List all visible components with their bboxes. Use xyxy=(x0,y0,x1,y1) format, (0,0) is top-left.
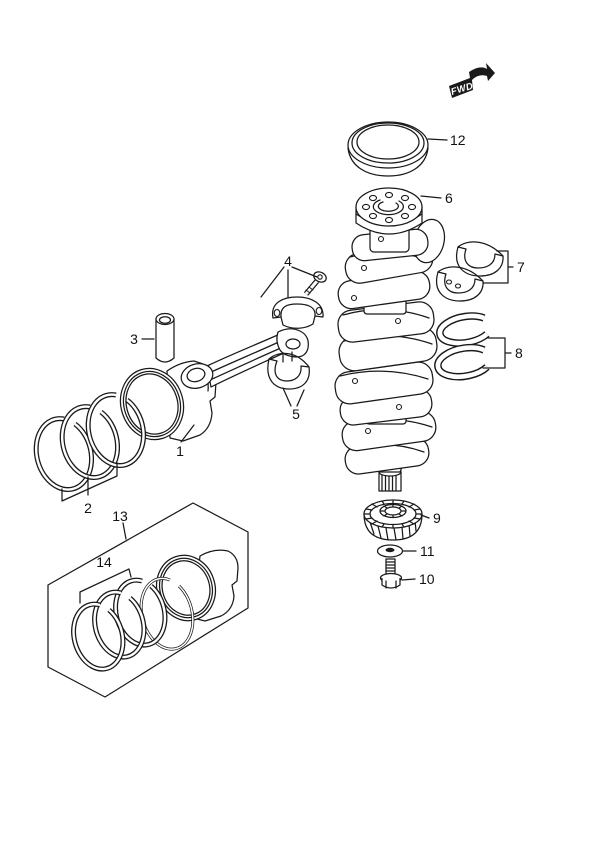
bearing-rings-8 xyxy=(434,312,490,381)
callout-9: 9 xyxy=(433,510,441,526)
drive-gear-9 xyxy=(363,499,423,541)
rod-bolt-4 xyxy=(303,271,327,296)
callout-13: 13 xyxy=(112,508,128,524)
leader-lines xyxy=(61,138,514,604)
callout-2: 2 xyxy=(84,500,92,516)
callout-11: 11 xyxy=(420,543,435,559)
rod-bearing-5 xyxy=(267,351,310,390)
callout-6: 6 xyxy=(445,190,453,206)
piston-1 xyxy=(119,360,217,442)
callout-4: 4 xyxy=(284,253,292,269)
connecting-rod xyxy=(180,328,309,389)
callout-10: 10 xyxy=(419,571,435,587)
crankshaft xyxy=(334,218,446,492)
callout-5: 5 xyxy=(292,406,300,422)
callout-14: 14 xyxy=(96,554,112,570)
flange-bolt-10 xyxy=(379,558,403,589)
callout-3: 3 xyxy=(130,331,138,347)
piston-pin-3 xyxy=(155,312,175,363)
seal-ring-12 xyxy=(347,121,429,177)
callout-7: 7 xyxy=(517,259,525,275)
callout-8: 8 xyxy=(515,345,523,361)
rod-cap-4 xyxy=(272,296,324,329)
piston-set-rings-14 xyxy=(71,577,168,672)
fwd-label: FWD xyxy=(450,81,475,98)
piston-rings-2 xyxy=(33,392,146,493)
washer-11 xyxy=(376,544,404,558)
piston-set-box-13 xyxy=(47,502,249,698)
callout-12: 12 xyxy=(450,132,466,148)
callouts: 1 2 3 4 5 6 7 8 9 10 11 12 13 14 xyxy=(84,132,525,587)
fwd-arrow-icon xyxy=(449,63,495,98)
crankshaft-flange xyxy=(355,187,423,235)
fwd-marker: FWD xyxy=(449,63,495,98)
main-bearing-shells-7 xyxy=(436,241,504,302)
callout-1: 1 xyxy=(176,443,184,459)
